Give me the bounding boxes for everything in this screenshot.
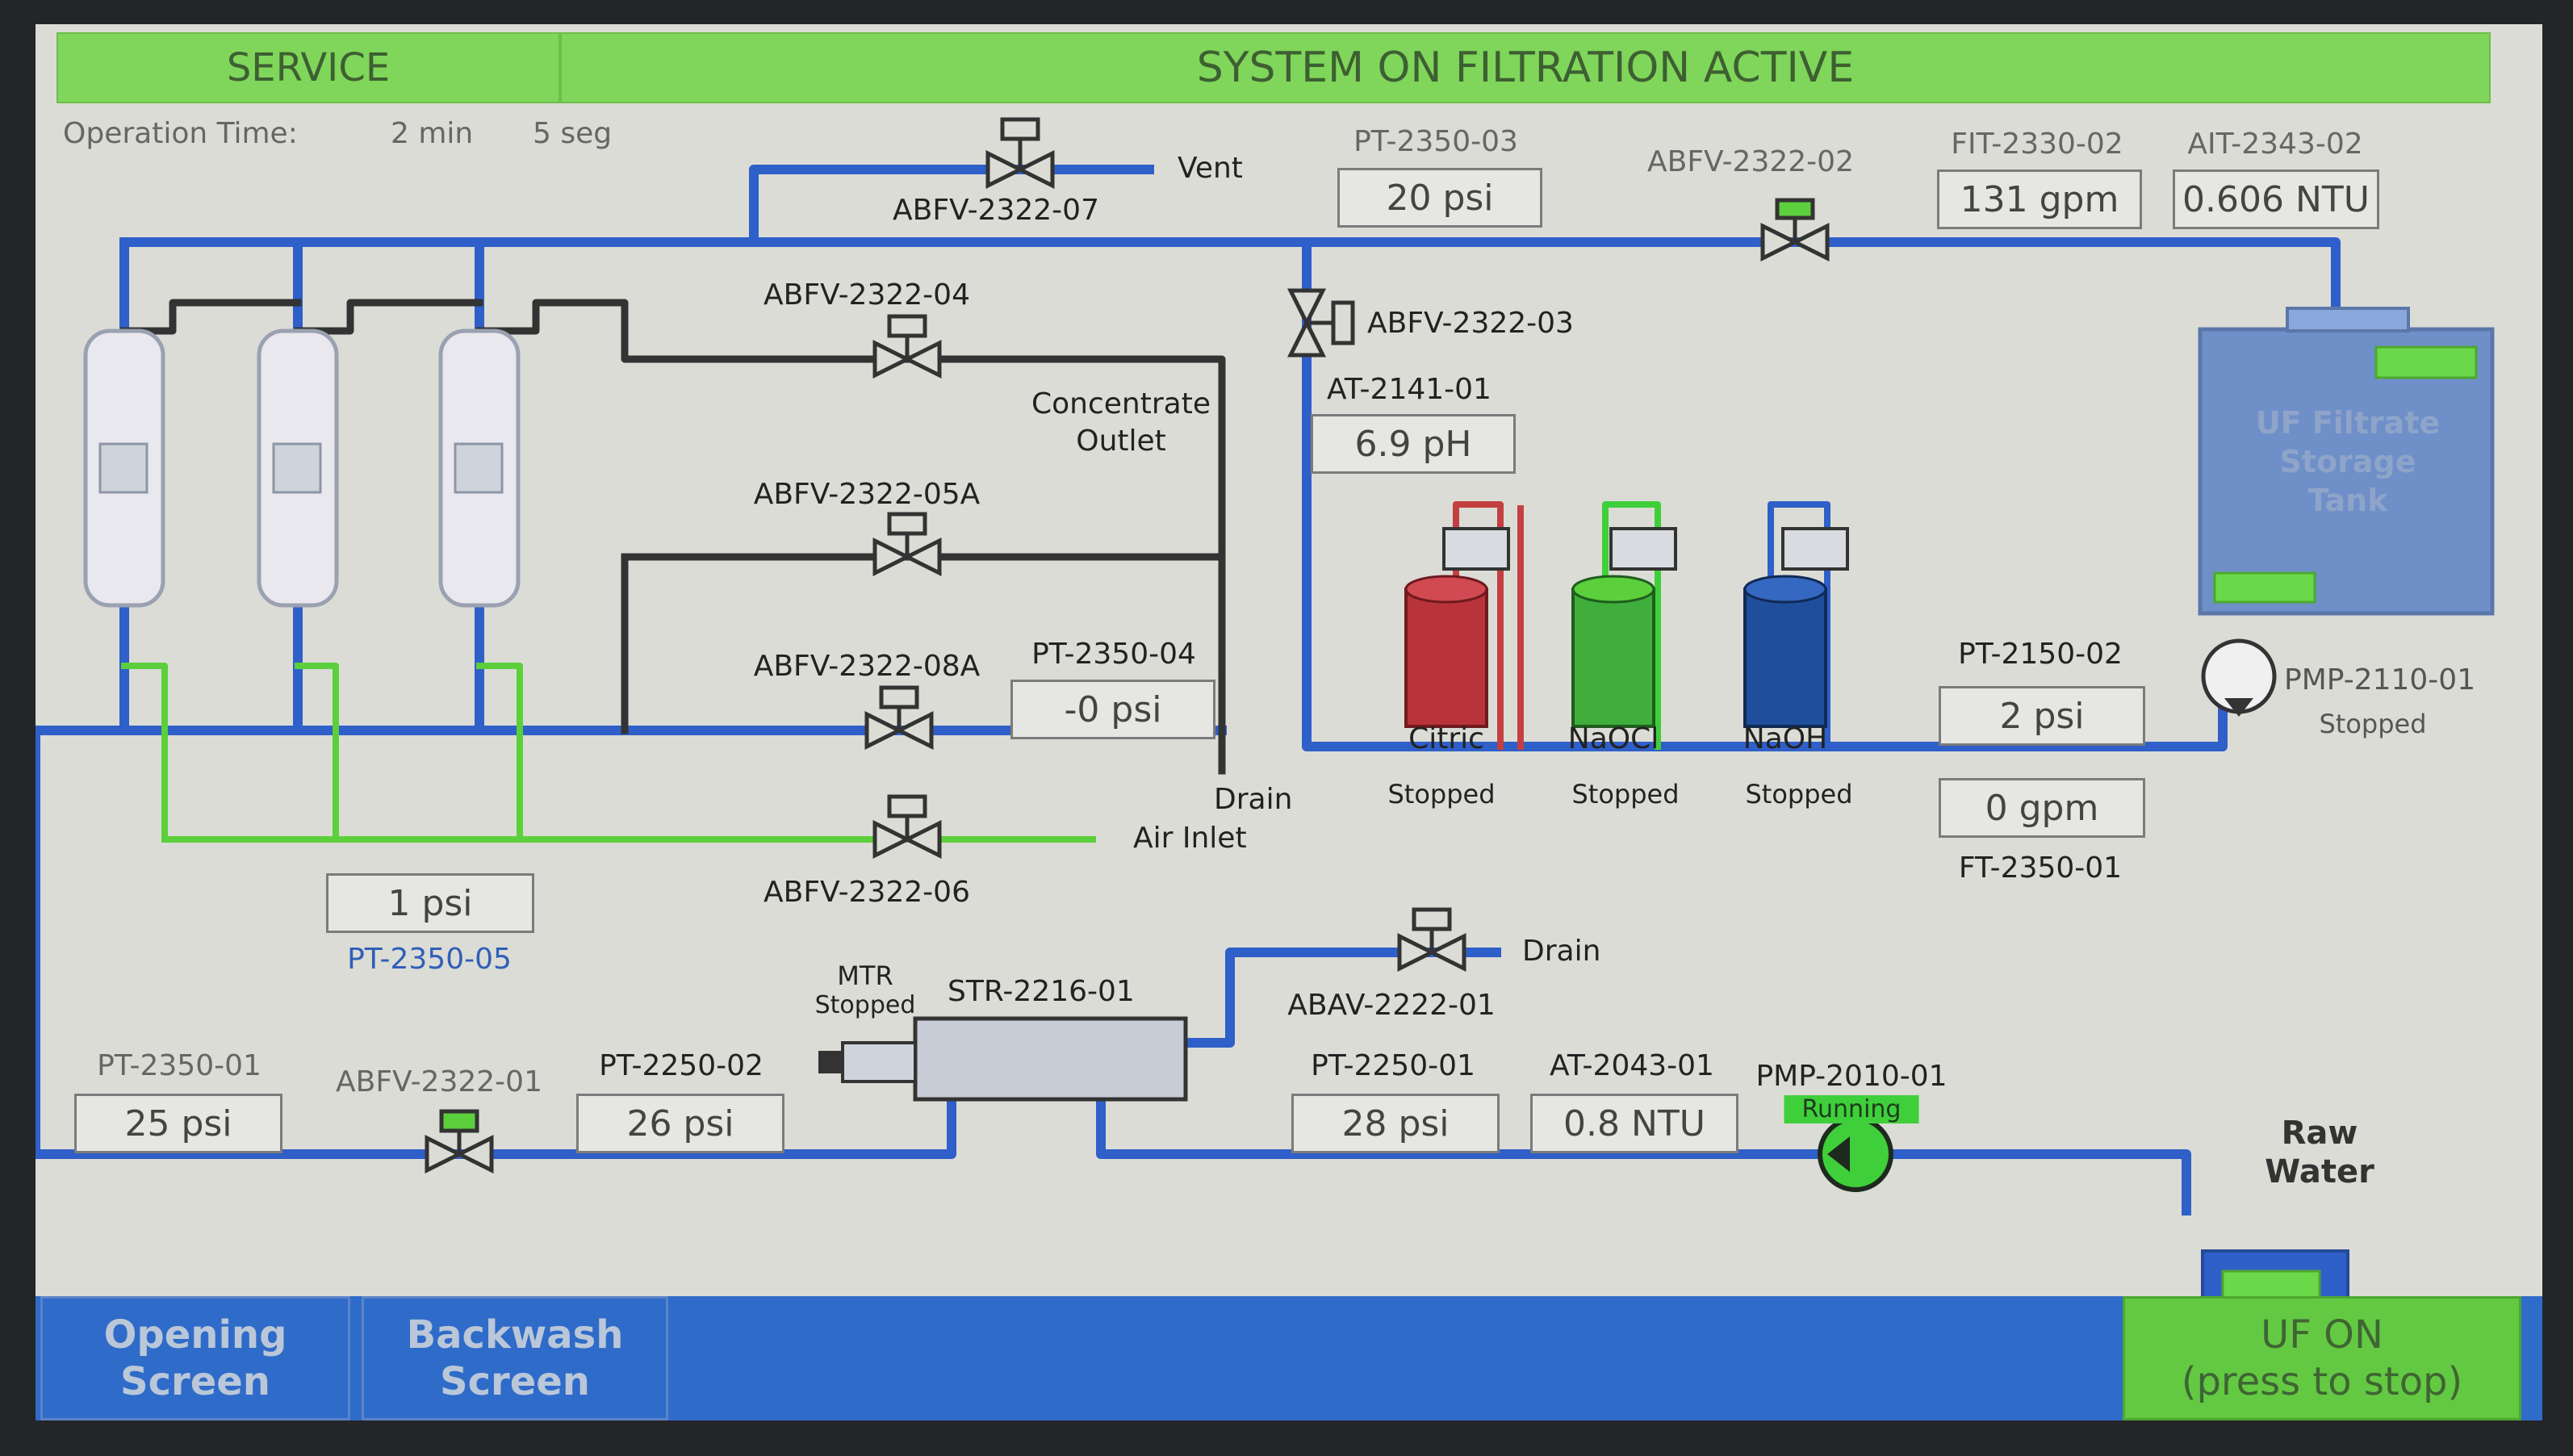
ft-2350-01-tag: FT-2350-01 [1958, 851, 2123, 885]
uf-on-button[interactable]: UF ON(press to stop) [2123, 1296, 2521, 1420]
system-status-banner: SYSTEM ON FILTRATION ACTIVE [560, 32, 2491, 103]
vent-label: Vent [1178, 152, 1243, 185]
valve-abfv-2322-02-icon [1760, 198, 1830, 262]
at-2141-01-value: 6.9 pH [1311, 414, 1516, 474]
uf-filtrate-storage-tank-icon [2198, 307, 2495, 616]
valve-abfv-2322-01-label: ABFV-2322-01 [336, 1065, 542, 1098]
valve-abfv-2322-08a-icon [864, 685, 934, 751]
feed-pump-icon [1818, 1116, 1893, 1192]
mode-indicator: SERVICE [56, 32, 560, 103]
valve-abfv-2322-07-icon [985, 117, 1055, 190]
valve-abfv-2322-01-icon [425, 1109, 494, 1174]
operation-seconds: 5 seg [533, 117, 613, 150]
chemical-tanks [1404, 527, 1849, 728]
naoh-tank [1743, 588, 1827, 728]
pt-2350-03-tag: PT-2350-03 [1353, 125, 1518, 158]
pt-2350-01-value: 25 psi [74, 1094, 282, 1153]
feed-pump-tag: PMP-2010-01 [1755, 1060, 1948, 1093]
valve-abfv-2322-03-icon [1286, 288, 1355, 358]
naoh-status: Stopped [1745, 779, 1853, 810]
fit-2330-02-value: 131 gpm [1937, 169, 2142, 229]
filtrate-pump-tag: PMP-2110-01 [2284, 663, 2476, 697]
pt-2350-04-value: -0 psi [1010, 680, 1215, 739]
pt-2350-04-tag: PT-2350-04 [1031, 638, 1196, 671]
at-2043-01-value: 0.8 NTU [1530, 1094, 1738, 1153]
fit-2330-02-tag: FIT-2330-02 [1951, 128, 2123, 161]
raw-water-pipe [1096, 1085, 2191, 1215]
outlet-label: Outlet [1076, 425, 1166, 458]
valve-abfv-2322-02-label: ABFV-2322-02 [1647, 145, 1854, 178]
piping-diagram [36, 117, 2495, 1325]
ait-2343-02-tag: AIT-2343-02 [2187, 128, 2363, 161]
motor-status: Stopped [814, 991, 916, 1019]
pt-2250-02-value: 26 psi [576, 1094, 784, 1153]
air-line-3 [476, 663, 523, 843]
air-line-2 [295, 663, 339, 843]
pt-2250-01-value: 28 psi [1291, 1094, 1500, 1153]
valve-abfv-2322-06-icon [872, 794, 942, 860]
strainer-tag: STR-2216-01 [948, 975, 1135, 1008]
citric-label: Citric [1408, 722, 1484, 755]
naocl-label: NaOCl [1567, 722, 1659, 755]
pt-2350-01-tag: PT-2350-01 [97, 1049, 261, 1082]
air-line-1 [121, 663, 168, 843]
concentrate-link-3 [475, 299, 1226, 775]
concentrate-label: Concentrate [1031, 387, 1211, 420]
valve-abav-2222-01-label: ABAV-2222-01 [1287, 989, 1496, 1022]
concentrate-link-1 [120, 299, 302, 335]
feed-pump-status: Running [1784, 1095, 1919, 1123]
operation-time-label: Operation Time: [63, 117, 298, 150]
valve-abfv-2322-04-label: ABFV-2322-04 [764, 278, 970, 312]
drain-label: Drain [1214, 783, 1293, 816]
at-2043-01-tag: AT-2043-01 [1550, 1049, 1714, 1082]
motor-label: MTR [837, 960, 893, 991]
ait-2343-02-value: 0.606 NTU [2173, 169, 2379, 229]
valve-abfv-2322-03-label: ABFV-2322-03 [1367, 307, 1574, 340]
naoh-label: NaOH [1743, 722, 1828, 755]
pt-2250-01-tag: PT-2250-01 [1311, 1049, 1475, 1082]
pt-2150-02-value: 2 psi [1939, 686, 2145, 746]
hmi-screen: SERVICE SYSTEM ON FILTRATION ACTIVE Oper… [36, 24, 2542, 1420]
strainer-outlet-pipe [1161, 948, 1501, 1048]
pt-2350-05-tag: PT-2350-05 [347, 943, 512, 976]
operation-minutes: 2 min [391, 117, 474, 150]
valve-abav-2222-01-icon [1397, 907, 1466, 973]
naocl-tank [1571, 588, 1655, 728]
pt-2150-02-tag: PT-2150-02 [1958, 638, 2123, 671]
pt-2350-03-value: 20 psi [1337, 168, 1542, 228]
chemical-supply-pipe [1302, 237, 2228, 751]
valve-abfv-2322-04-icon [872, 314, 942, 379]
naocl-riser [1602, 501, 1661, 750]
valve-abfv-2322-05a-label: ABFV-2322-05A [753, 478, 981, 511]
pt-2250-02-tag: PT-2250-02 [599, 1049, 764, 1082]
valve-abfv-2322-06-label: ABFV-2322-06 [764, 876, 970, 909]
valve-abfv-2322-05a-icon [872, 512, 942, 577]
concentrate-link-2 [294, 299, 483, 335]
naocl-status: Stopped [1571, 779, 1680, 810]
strainer-str-2216-01-icon [818, 1016, 1188, 1102]
filtrate-header-pipe [119, 237, 2341, 312]
ft-2350-01-value: 0 gpm [1939, 778, 2145, 838]
pt-2350-05-value: 1 psi [326, 873, 534, 933]
valve-abfv-2322-07-label: ABFV-2322-07 [893, 194, 1099, 227]
citric-status: Stopped [1387, 779, 1496, 810]
uf-membrane-modules [83, 328, 521, 608]
drain-2-label: Drain [1522, 935, 1601, 968]
citric-tank [1404, 588, 1488, 728]
valve-abfv-2322-08a-label: ABFV-2322-08A [753, 650, 981, 683]
feed-bottom-header [36, 726, 1227, 1159]
filtrate-pump-icon [2201, 638, 2277, 717]
air-inlet-label: Air Inlet [1133, 822, 1247, 855]
filtrate-pump-status: Stopped [2319, 709, 2427, 739]
at-2141-01-tag: AT-2141-01 [1327, 373, 1492, 406]
